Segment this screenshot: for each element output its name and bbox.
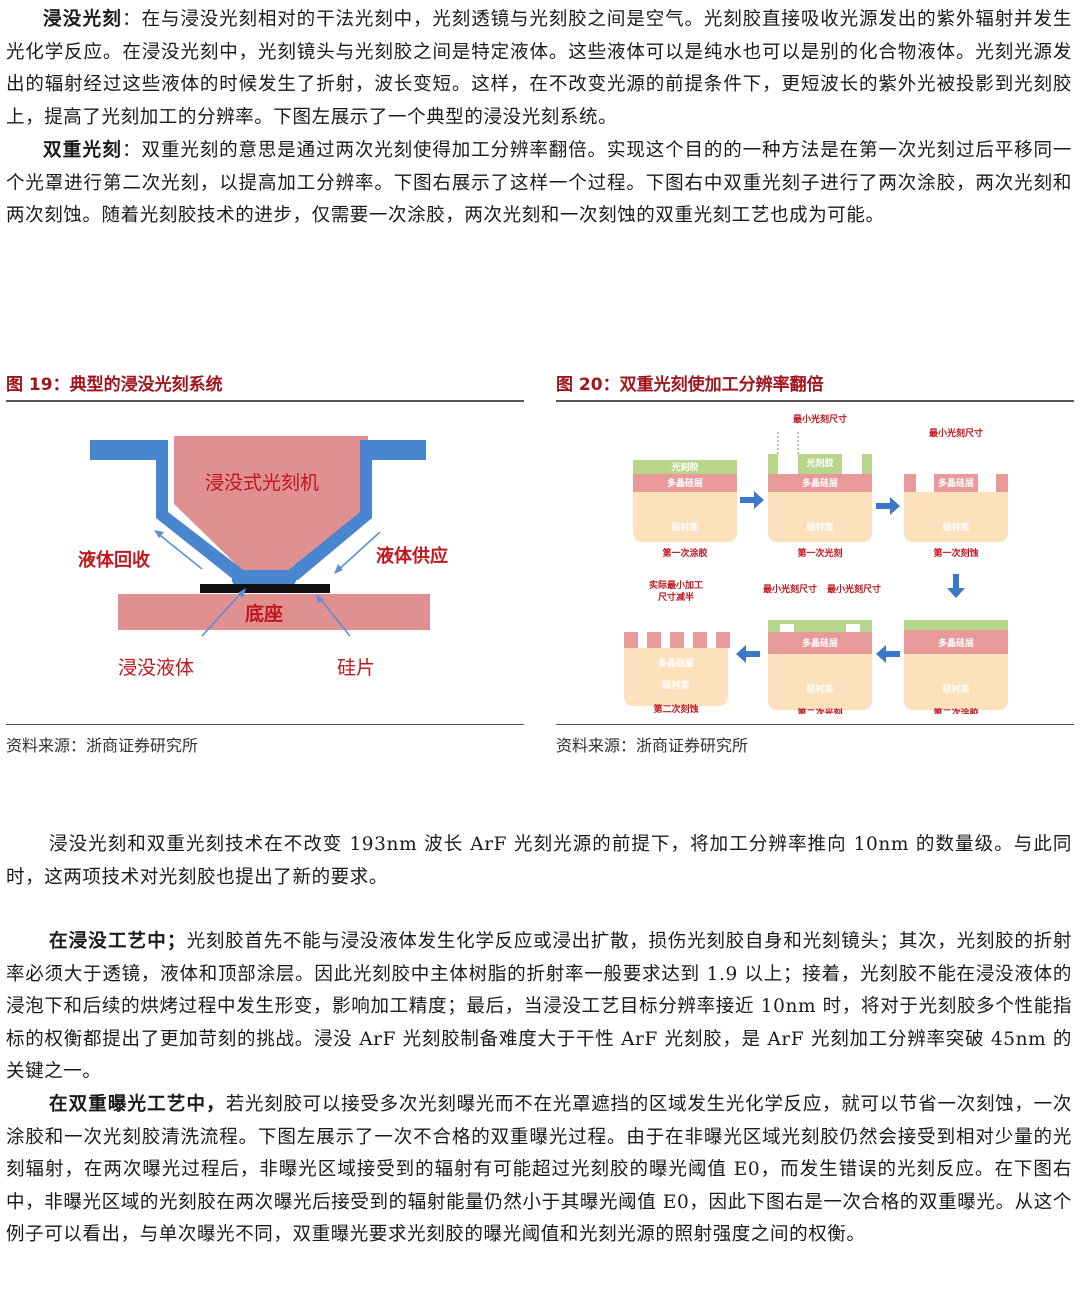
paragraph-immersion-lithography: 浸没光刻：在与浸没光刻相对的干法光刻中，光刻透镜与光刻胶之间是空气。光刻胶直接吸…: [6, 4, 1072, 134]
resist-layer: [633, 460, 737, 474]
poly-label: 多晶硅层: [938, 637, 974, 649]
paragraph-text: 浸没光刻和双重光刻技术在不改变 193nm 波长 ArF 光刻光源的前提下，将加…: [6, 834, 1072, 888]
substrate-label: 硅衬底: [806, 683, 833, 695]
poly-line: [716, 632, 730, 648]
figure-19-top-rule: [6, 400, 524, 402]
poly-layer: [633, 474, 737, 492]
step-label: 第二次涂胶: [933, 707, 978, 714]
poly-label: 多晶硅层: [802, 637, 838, 649]
liquid-pointer-arrow: [201, 589, 245, 637]
figure-20-title: 图 20：双重光刻使加工分辨率翻倍: [556, 375, 824, 395]
substrate-label: 硅衬底: [662, 679, 689, 691]
poly-block: [996, 474, 1008, 492]
resist-opening: [846, 624, 860, 632]
step-label: 第二次刻蚀: [653, 703, 698, 714]
poly-label: 多晶硅层: [658, 657, 694, 669]
substrate-layer: [768, 492, 872, 542]
immersion-liquid-drop: [232, 570, 296, 586]
immersion-liquid-label: 浸没液体: [118, 657, 194, 679]
substrate-layer: [904, 654, 1008, 710]
poly-line: [647, 632, 661, 648]
figure-20-double-patterning-diagram: 光刻胶多晶硅层硅衬底第一次涂胶光刻胶多晶硅层硅衬底第一次光刻最小光刻尺寸多晶硅层…: [624, 413, 1008, 714]
poly-label: 多晶硅层: [667, 477, 703, 489]
wafer-label: 硅片: [337, 657, 375, 679]
actual-size-label: 尺寸减半: [658, 591, 694, 603]
figure-20-bottom-rule: [556, 724, 1074, 725]
paragraph-text: 若光刻胶可以接受多次光刻曝光而不在光罩遮挡的区域发生光化学反应，就可以节省一次刻…: [6, 1094, 1072, 1246]
resist-block: [862, 454, 872, 474]
paragraph-lead: 在双重曝光工艺中，: [49, 1094, 226, 1115]
substrate-label: 硅衬底: [671, 521, 698, 533]
poly-layer: [768, 474, 872, 492]
recover-arrow: [155, 531, 203, 570]
substrate-label: 硅衬底: [942, 683, 969, 695]
substrate-layer: [633, 492, 737, 542]
poly-label: 多晶硅层: [938, 477, 974, 489]
paragraph-lead: 双重光刻: [43, 140, 123, 161]
substrate-layer: [904, 492, 1008, 542]
flow-arrow-left: [736, 645, 760, 663]
actual-size-label: 实际最小加工: [649, 579, 703, 591]
paragraph-lead: 浸没光刻: [43, 9, 123, 30]
flow-arrow-right: [876, 497, 900, 515]
liquid-supply-pipe: [286, 440, 426, 580]
poly-line: [624, 632, 638, 648]
paragraph-immersion-requirements: 在浸没工艺中；光刻胶首先不能与浸没液体发生化学反应或浸出扩散，损伤光刻胶自身和光…: [6, 926, 1072, 1089]
poly-line: [670, 632, 684, 648]
paragraph-double-exposure-requirements: 在双重曝光工艺中，若光刻胶可以接受多次光刻曝光而不在光罩遮挡的区域发生光化学反应…: [6, 1089, 1072, 1252]
figure-20-top-rule: [556, 400, 1074, 402]
step-label: 第一次刻蚀: [933, 547, 978, 559]
min-size-label: 最小光刻尺寸: [763, 583, 817, 595]
base-label: 底座: [245, 602, 283, 625]
wafer-pointer-arrow: [317, 595, 351, 637]
liquid-recovery-pipe: [90, 440, 246, 580]
supply-arrow: [335, 531, 381, 573]
figure-19-title: 图 19：典型的浸没光刻系统: [6, 375, 223, 395]
min-size-label: 最小光刻尺寸: [929, 427, 983, 439]
figure-20-source: 资料来源：浙商证券研究所: [556, 736, 749, 755]
paragraph-text: ：双重光刻的意思是通过两次光刻使得加工分辨率翻倍。实现这个目的的一种方法是在第一…: [6, 140, 1072, 227]
resist-layer: [904, 620, 1008, 630]
step-label: 第一次光刻: [797, 547, 842, 559]
flow-arrow-left: [876, 645, 900, 663]
resist-label: 光刻胶: [670, 461, 698, 473]
poly-block: [934, 474, 978, 492]
step-label: 第一次涂胶: [662, 547, 707, 559]
figure-19-immersion-system-diagram: 浸没式光刻机 液体回收 液体供应 底座 浸没液体 硅片: [78, 436, 448, 679]
machine-label: 浸没式光刻机: [205, 472, 319, 494]
step-label: 第二次光刻: [797, 707, 842, 714]
wafer: [200, 584, 330, 593]
flow-arrow-down: [947, 574, 965, 598]
poly-layer: [904, 630, 1008, 654]
substrate-layer: [768, 654, 872, 710]
substrate-label: 硅衬底: [806, 521, 833, 533]
paragraph-lead: 在浸没工艺中；: [49, 931, 187, 952]
figure-19-source: 资料来源：浙商证券研究所: [6, 736, 199, 755]
resist-opening: [780, 624, 794, 632]
poly-layer: [768, 632, 872, 654]
poly-label: 多晶硅层: [802, 477, 838, 489]
liquid-recovery-label: 液体回收: [78, 549, 150, 571]
poly-line: [693, 632, 707, 648]
resist-block: [768, 454, 778, 474]
resist-block: [798, 454, 842, 474]
figure-19-bottom-rule: [6, 724, 524, 725]
substrate-label: 硅衬底: [942, 521, 969, 533]
min-size-label: 最小光刻尺寸: [827, 583, 881, 595]
flow-arrow-right: [740, 491, 764, 509]
immersion-machine-body: [174, 436, 368, 574]
substrate-layer: [624, 648, 728, 706]
paragraph-double-patterning: 双重光刻：双重光刻的意思是通过两次光刻使得加工分辨率翻倍。实现这个目的的一种方法…: [6, 135, 1072, 233]
paragraph-text: ：在与浸没光刻相对的干法光刻中，光刻透镜与光刻胶之间是空气。光刻胶直接吸收光源发…: [6, 9, 1072, 128]
poly-block: [904, 474, 916, 492]
min-size-label: 最小光刻尺寸: [793, 413, 847, 425]
base-stage: [118, 594, 430, 630]
liquid-supply-label: 液体供应: [376, 545, 448, 567]
paragraph-text: 光刻胶首先不能与浸没液体发生化学反应或浸出扩散，损伤光刻胶自身和光刻镜头；其次，…: [6, 931, 1072, 1083]
paragraph-summary: 浸没光刻和双重光刻技术在不改变 193nm 波长 ArF 光刻光源的前提下，将加…: [6, 829, 1072, 894]
resist-label: 光刻胶: [805, 457, 833, 469]
